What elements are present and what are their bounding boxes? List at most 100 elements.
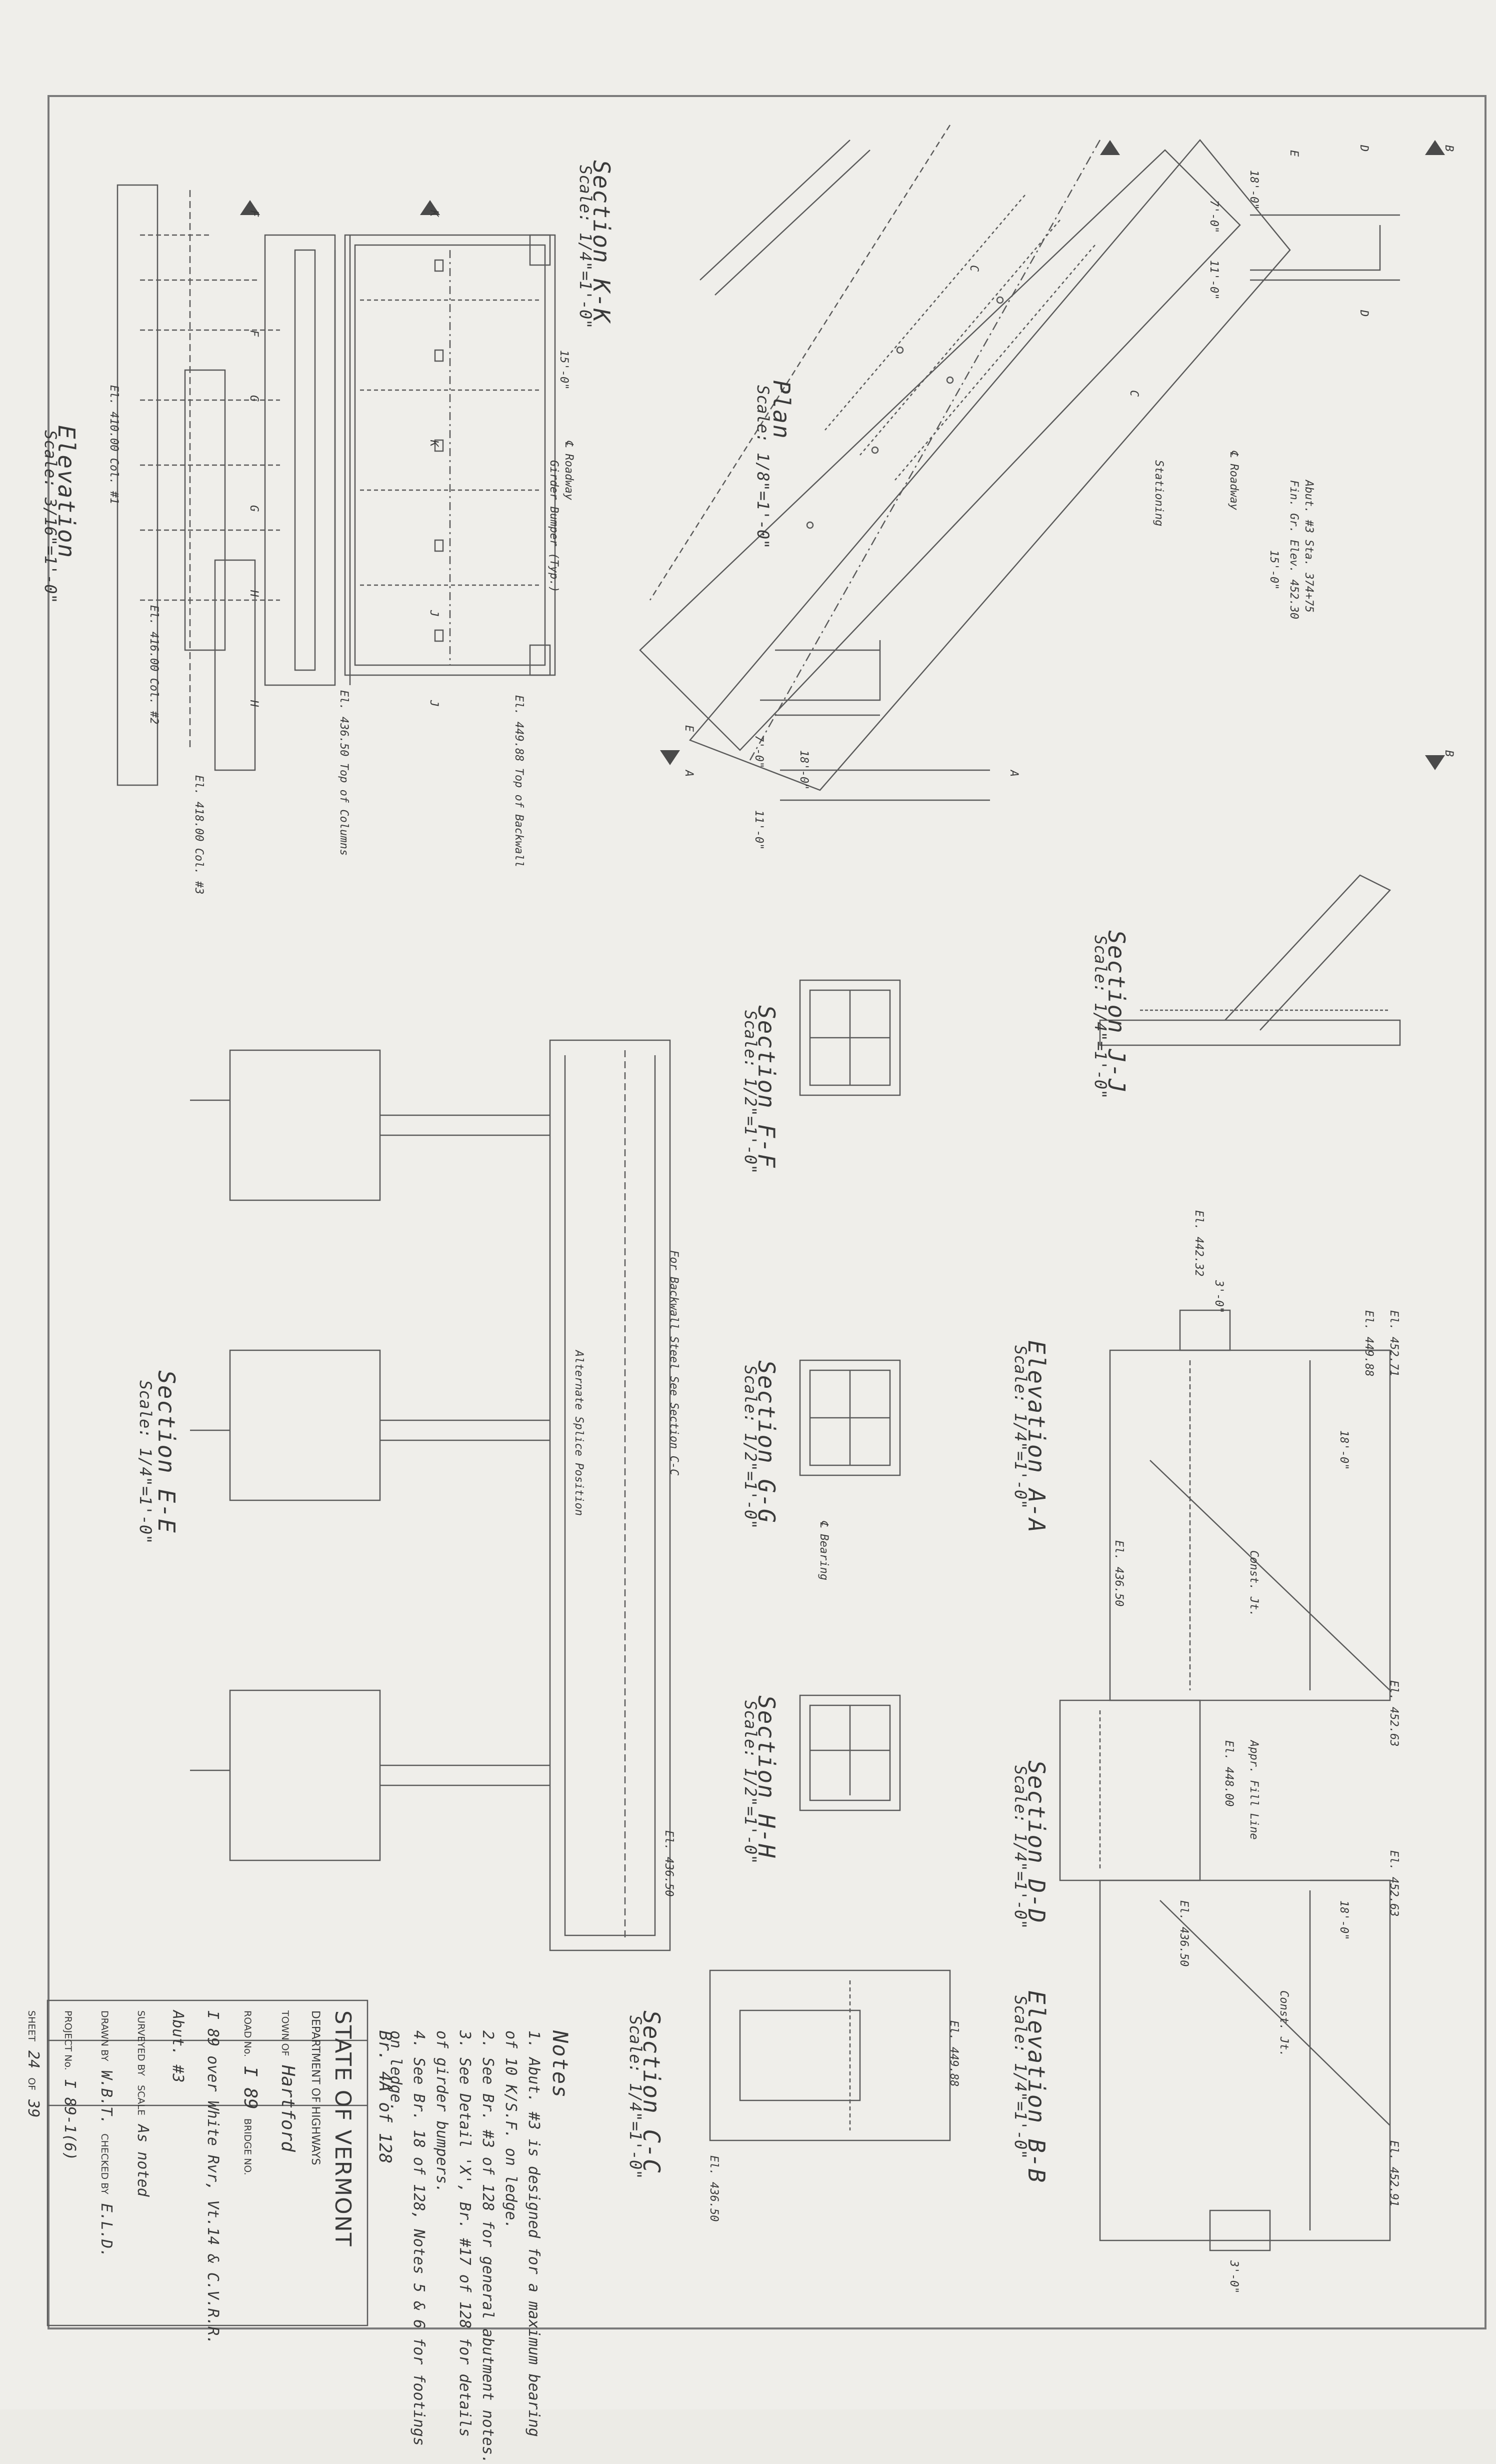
section-cc-el-436-50: El. 436.50: [708, 2155, 720, 2222]
section-letter: H: [248, 700, 260, 707]
plan-dim-7-bottom: 7'-0": [752, 735, 765, 769]
section-ee-alternate-splice: Alternate Splice Position: [572, 1350, 585, 1516]
plan-dim-11-bottom: 11'-0": [752, 810, 765, 850]
section-letter: E: [1288, 150, 1300, 157]
section-ff-box: [799, 979, 901, 1096]
sheet-total-value: 39: [24, 2099, 42, 2118]
state-name: STATE OF VERMONT: [330, 2010, 356, 2247]
sheet-label: SHEET: [26, 2010, 37, 2041]
checked-value: E.L.D.: [98, 2203, 115, 2258]
checked-label: CHECKED BY: [99, 2133, 110, 2194]
plan-dim-18-top: 18'-0": [1248, 170, 1260, 210]
plan-view: [639, 125, 1400, 801]
elevation-col1: El. 410.00 Col. #1: [108, 385, 120, 505]
section-letter: D: [1358, 145, 1370, 152]
title-block: STATE OF VERMONT DEPARTMENT OF HIGHWAYS …: [14, 2010, 360, 2344]
section-letter: F: [248, 330, 260, 337]
section-letter: D: [1358, 310, 1370, 317]
section-letter: G: [248, 505, 260, 512]
section-dd-el-452-63: El. 452.63: [1388, 1680, 1400, 1747]
drawn-value: W.B.T.: [98, 2070, 115, 2125]
elevation-bb-el-452-91: El. 452.91: [1388, 2140, 1400, 2207]
elevation-aa-scale: Scale: 1/4"=1'-0": [1011, 1345, 1030, 1509]
town-label: TOWN OF: [280, 2010, 290, 2056]
note-line: of 10 K/S.F. on ledge.: [502, 2030, 520, 2229]
elevation-view: [116, 184, 351, 786]
section-cc-el-449-88: El. 449.88: [948, 2020, 960, 2087]
elevation-bb-dim-18: 18'-0": [1338, 1900, 1350, 1940]
section-cc-view: [709, 1969, 951, 2141]
section-kk-scale: Scale: 1/4"=1'-0": [576, 165, 595, 329]
section-letter: A: [682, 770, 695, 777]
elevation-bb-scale: Scale: 1/4"=1'-0": [1011, 1995, 1030, 2159]
section-hh-scale: Scale: 1/2"=1'-0": [741, 1700, 760, 1864]
section-letter: J: [428, 610, 440, 617]
title-block-frame: [46, 1999, 368, 2326]
scale-value: As noted: [134, 2124, 152, 2197]
town-value: Hartford: [278, 2065, 298, 2152]
section-kk-girder-bumper: Girder Bumper (Typ.): [548, 460, 560, 593]
section-kk-dim-15: 15'-0": [558, 350, 570, 390]
crossing-value: I 89 over White Rvr, Vt.14 & C.V.R.R.: [204, 2010, 222, 2345]
section-kk-top-backwall: El. 449.88 Top of Backwall: [512, 695, 525, 868]
elevation-scale: Scale: 3/16"=1'-0": [41, 430, 60, 604]
section-letter: A: [1008, 770, 1020, 777]
elevation-bb-view: [1099, 1879, 1391, 2251]
drawing-sheet: [0, 0, 1496, 2409]
section-dd-appr-fill: Appr. Fill Line: [1248, 1740, 1260, 1840]
section-ee-scale: Scale: 1/4"=1'-0": [136, 1380, 155, 1544]
section-letter: C: [1128, 390, 1140, 397]
section-letter: J: [428, 700, 440, 707]
plan-dim-7-top: 7'-0": [1208, 200, 1220, 234]
of-label: OF: [26, 2077, 37, 2091]
note-line: 2. See Br. #3 of 128 for general abutmen…: [479, 2030, 496, 2464]
elevation-aa-el-449-88: El. 449.88: [1362, 1310, 1375, 1377]
elevation-aa-el-442-32: El. 442.32: [1192, 1210, 1205, 1277]
surveyed-label: SURVEYED BY: [136, 2010, 146, 2076]
elevation-col2: El. 416.00 Col. #2: [148, 605, 160, 725]
plan-abut-sta: Abut. #3 Sta. 374+75: [1302, 480, 1315, 613]
section-gg-box: [799, 1359, 901, 1476]
section-letter: B: [1442, 145, 1455, 152]
department-name: DEPARTMENT OF HIGHWAYS: [309, 2010, 322, 2165]
section-jj-view: [1099, 874, 1401, 1046]
plan-dim-18-bottom: 18'-0": [798, 750, 810, 790]
cl-bearing-label: ℄ Bearing: [818, 1520, 830, 1581]
abutment-value: Abut. #3: [169, 2010, 186, 2083]
elevation-col3: El. 418.00 Col. #3: [192, 775, 205, 895]
note-line: 3. See Detail 'X', Br. #17 of 128 for de…: [456, 2030, 474, 2437]
bridge-label: BRIDGE NO.: [242, 2118, 253, 2175]
note-line: of girder bumpers.: [433, 2030, 450, 2193]
section-letter: E: [682, 725, 695, 732]
section-dd-scale: Scale: 1/4"=1'-0": [1011, 1765, 1030, 1929]
project-value: I 89-1(6): [61, 2079, 78, 2161]
elevation-bb-dim-3: 3'-0": [1228, 2260, 1240, 2294]
section-ee-view: [190, 1039, 671, 1951]
section-dd-view: [1059, 1699, 1201, 1881]
plan-dim-11-top: 11'-0": [1208, 260, 1220, 300]
section-letter: C: [968, 265, 980, 272]
elevation-bb-el-436-50: El. 436.50: [1178, 1900, 1190, 1967]
notes-block: Notes 1. Abut. #3 is designed for a maxi…: [384, 2030, 575, 2464]
line-work: [46, 125, 1445, 2326]
elevation-aa-dim-18: 18'-0": [1338, 1430, 1350, 1470]
sheet-value: 24: [24, 2050, 42, 2069]
notes-heading: Notes: [548, 2030, 572, 2099]
section-dd-el-448-00: El. 448.00: [1222, 1740, 1235, 1807]
section-kk-view: [344, 234, 556, 676]
section-jj-scale: Scale: 1/4"=1'-0": [1091, 935, 1110, 1099]
section-kk-cl-roadway: ℄ Roadway: [562, 440, 575, 501]
section-letter: K: [428, 440, 440, 447]
elevation-aa-const-jt: Const. Jt.: [1248, 1550, 1260, 1617]
section-letter: G: [248, 395, 260, 402]
note-line: 1. Abut. #3 is designed for a maximum be…: [525, 2030, 542, 2437]
section-ee-title: Section E-E: [153, 1370, 180, 1534]
section-ee-backwall-note: For Backwall Steel See Section C-C: [668, 1250, 680, 1476]
road-value: I 89: [240, 2066, 260, 2109]
section-letter: K: [428, 210, 440, 217]
section-hh-box: [799, 1694, 901, 1811]
elevation-bb-const-jt: Const. Jt.: [1278, 1990, 1290, 2057]
section-gg-scale: Scale: 1/2"=1'-0": [741, 1365, 760, 1529]
plan-stationing: Stationing: [1152, 460, 1165, 527]
plan-dim-15: 15'-0": [1268, 550, 1280, 590]
